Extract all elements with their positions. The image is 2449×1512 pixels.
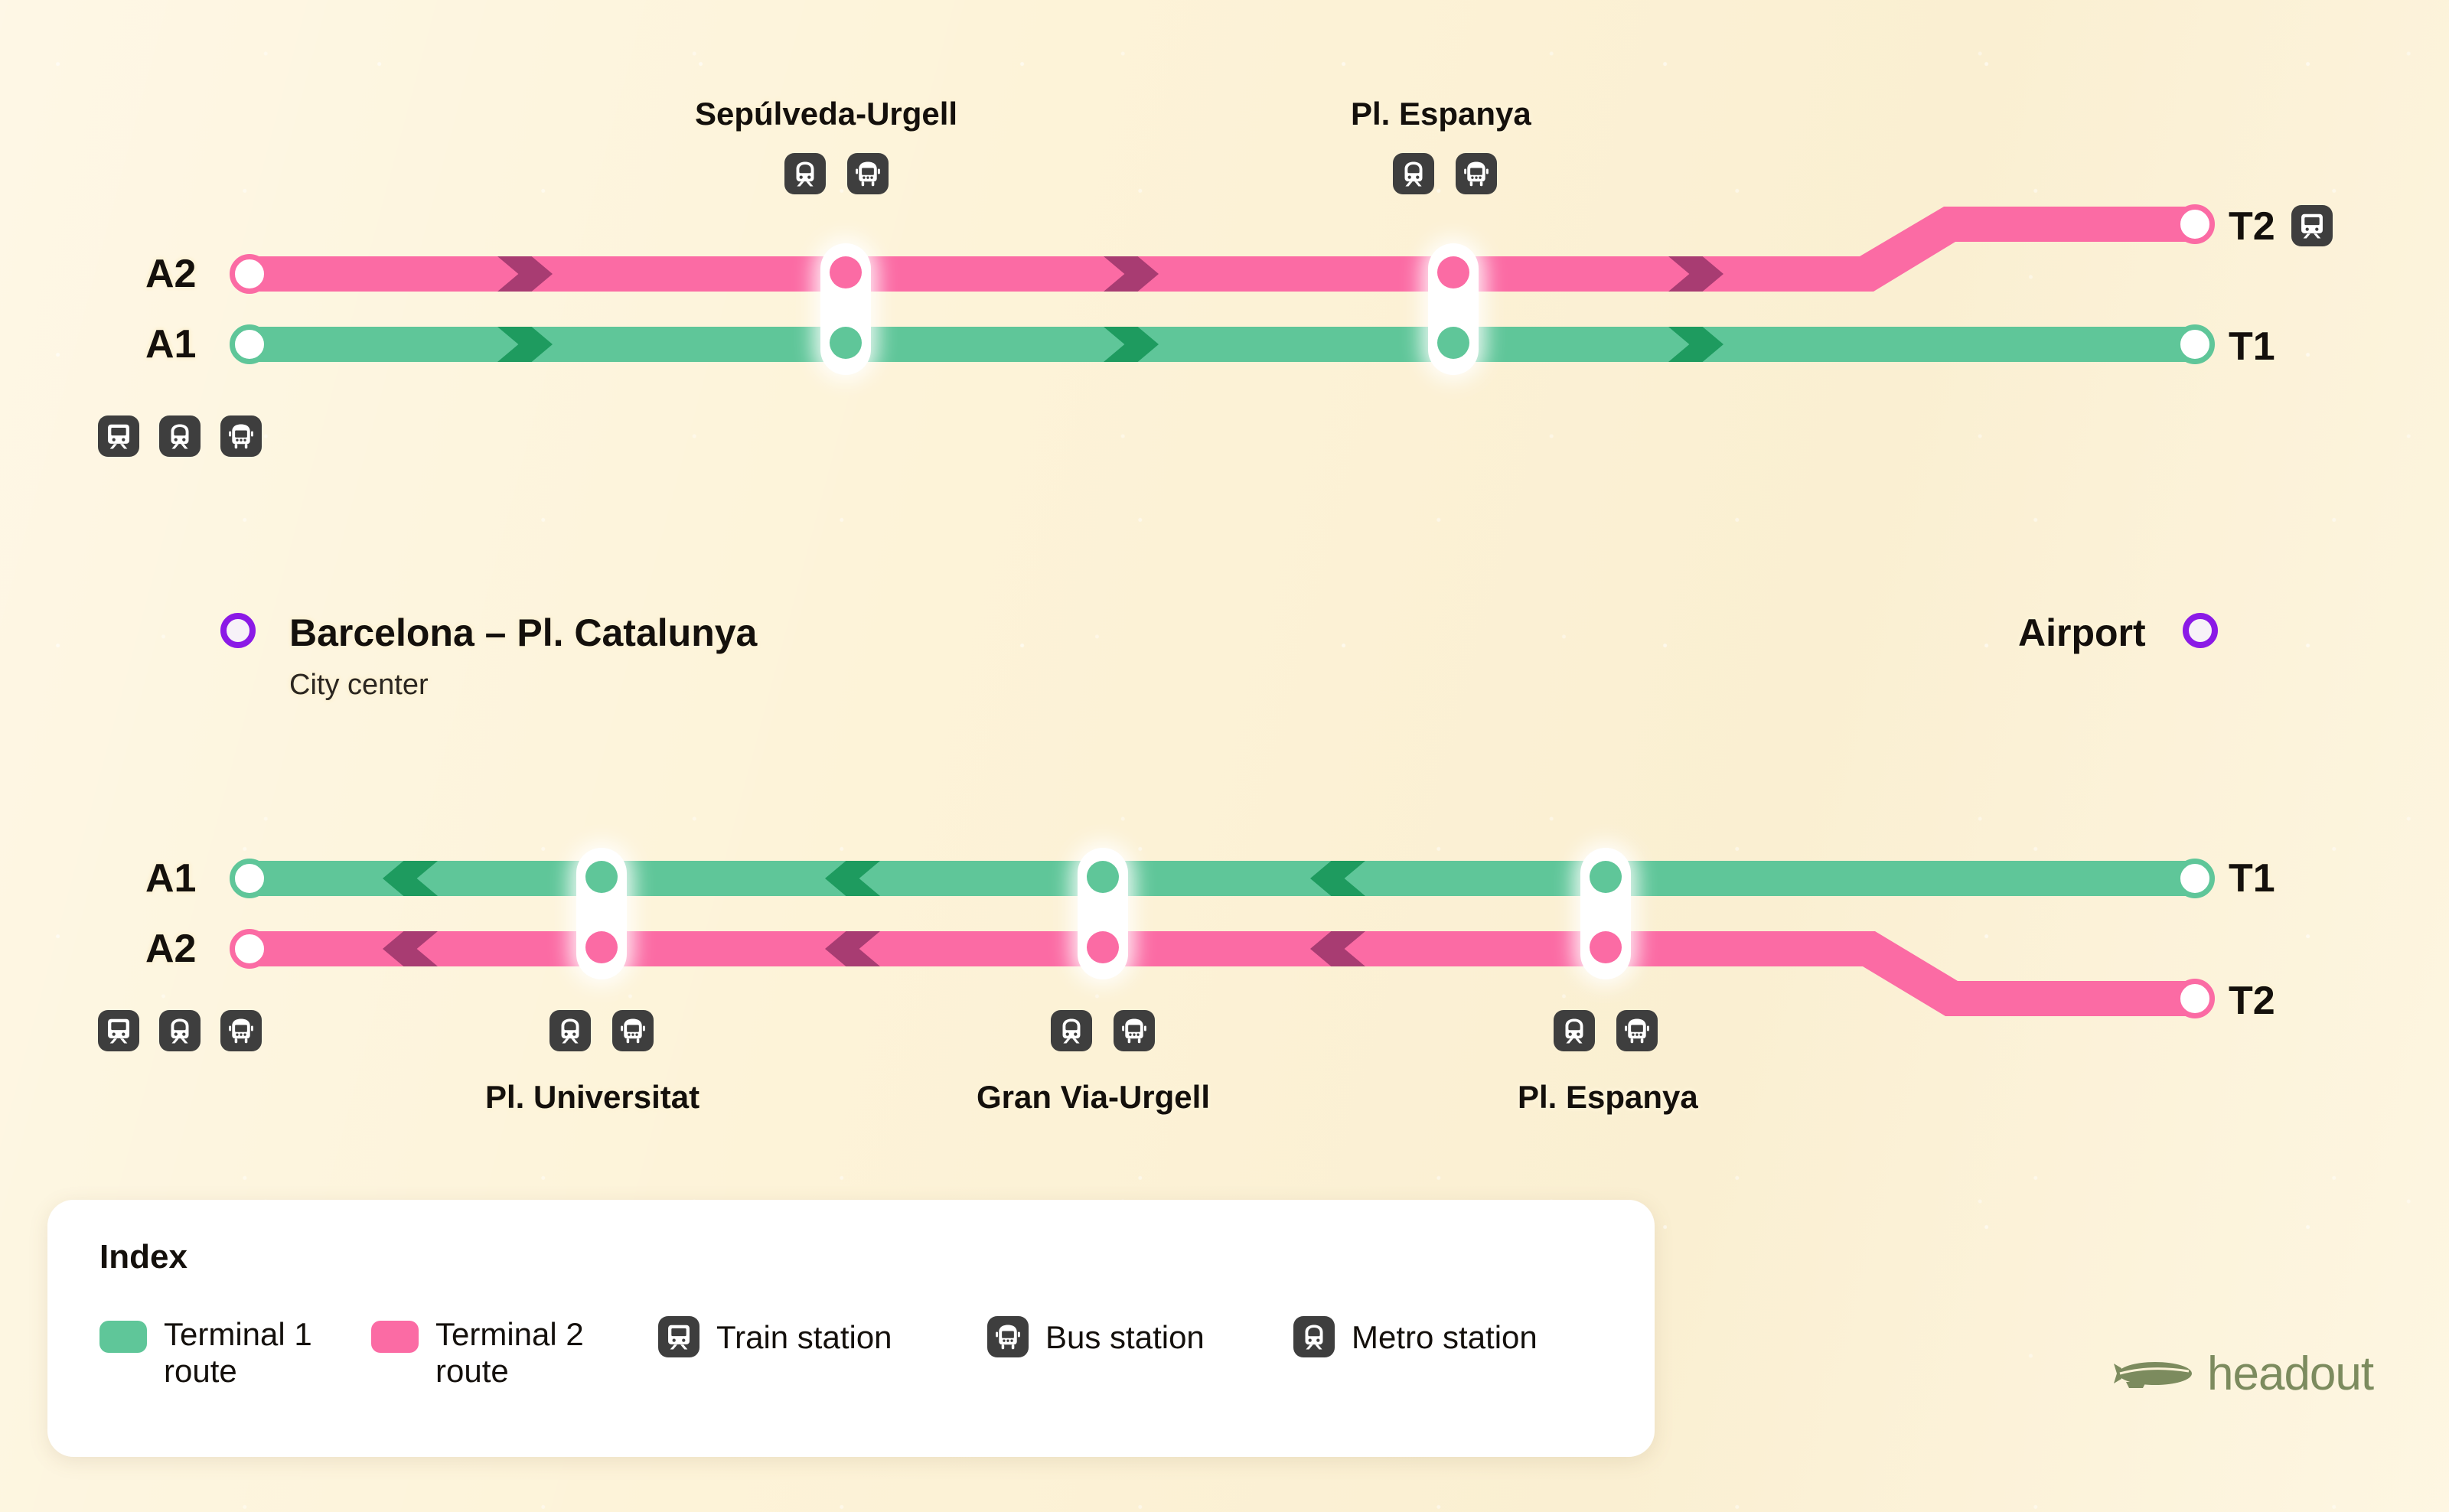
metro-station-icon <box>1554 1010 1595 1051</box>
legend-items: Terminal 1 route Terminal 2 route Train … <box>99 1316 1538 1390</box>
destination-title: Airport <box>2018 611 2146 654</box>
route-line-a2-top-tail <box>1944 207 2196 242</box>
terminal-2-color-swatch <box>371 1321 419 1353</box>
legend-title: Index <box>99 1238 188 1276</box>
terminus-stop-t2-bottom[interactable] <box>2175 979 2215 1018</box>
blimp-icon <box>2114 1361 2192 1388</box>
route-line-a2-bottom-tail <box>1952 981 2196 1016</box>
legend-item-label: Terminal 2 route <box>435 1316 584 1390</box>
interchange-stop-pl-espanya-top[interactable] <box>1428 243 1479 375</box>
route-label-a2-top: A2 <box>145 252 197 296</box>
legend-label-line1: Terminal 2 <box>435 1316 584 1352</box>
stop-dot-a1 <box>585 861 618 893</box>
terminus-stop-t2-top[interactable] <box>2175 204 2215 244</box>
origin-stop-a2-bottom[interactable] <box>230 929 269 969</box>
legend-item-terminal-2-route: Terminal 2 route <box>371 1316 658 1390</box>
purple-ring-icon <box>2183 613 2218 648</box>
legend-item-metro-station: Metro station <box>1293 1316 1538 1357</box>
station-label-sepulveda-urgell: Sepúlveda-Urgell <box>695 96 958 132</box>
route-line-a2-bottom <box>253 931 1829 966</box>
metro-station-icon <box>159 415 201 457</box>
bus-station-icon <box>1456 153 1497 194</box>
legend-item-train-station: Train station <box>658 1316 987 1357</box>
stop-dot-a2 <box>585 931 618 963</box>
terminus-stop-t1-top[interactable] <box>2175 324 2215 364</box>
stop-dot-a2 <box>1087 931 1119 963</box>
stop-dot-a1 <box>1437 327 1469 359</box>
train-station-icon <box>98 415 139 457</box>
legend-label-line2: route <box>435 1352 509 1389</box>
interchange-stop-gran-via-urgell[interactable] <box>1078 848 1128 979</box>
station-label-gran-via-urgell: Gran Via-Urgell <box>977 1079 1210 1115</box>
legend-item-label: Bus station <box>1045 1319 1205 1355</box>
stop-dot-a1 <box>1590 861 1622 893</box>
legend-label-line1: Terminal 1 <box>164 1316 312 1352</box>
bus-station-icon <box>612 1010 654 1051</box>
terminal-1-color-swatch <box>99 1321 147 1353</box>
stop-dot-a1 <box>830 327 862 359</box>
bus-station-icon <box>220 415 262 457</box>
origin-stop-a1-bottom[interactable] <box>230 859 269 898</box>
origin-title: Barcelona – Pl. Catalunya <box>289 611 758 654</box>
metro-station-icon <box>1051 1010 1092 1051</box>
origin-stop-a2-top[interactable] <box>230 254 269 294</box>
route-label-a1-top: A1 <box>145 322 197 367</box>
bus-station-icon <box>1616 1010 1658 1051</box>
route-label-a2-bottom: A2 <box>145 927 197 971</box>
metro-station-icon <box>159 1010 201 1051</box>
train-station-icon <box>2291 205 2333 246</box>
route-line-a1-bottom <box>253 861 2196 896</box>
metro-station-icon <box>784 153 826 194</box>
origin-stop-a1-top[interactable] <box>230 324 269 364</box>
purple-ring-icon <box>220 613 256 648</box>
legend-item-label: Terminal 1 route <box>164 1316 312 1390</box>
metro-station-icon <box>1393 153 1434 194</box>
station-label-pl-universitat: Pl. Universitat <box>485 1079 700 1115</box>
route-line-a2-top <box>253 256 1829 292</box>
legend-item-label: Train station <box>716 1319 892 1355</box>
terminus-stop-t1-bottom[interactable] <box>2175 859 2215 898</box>
legend-item-bus-station: Bus station <box>987 1316 1293 1357</box>
interchange-stop-pl-espanya-bottom[interactable] <box>1580 848 1631 979</box>
interchange-stop-pl-universitat[interactable] <box>576 848 627 979</box>
stop-dot-a2 <box>1590 931 1622 963</box>
interchange-stop-sepulveda-urgell[interactable] <box>820 243 871 375</box>
metro-station-icon <box>1293 1316 1335 1357</box>
station-label-pl-espanya-bottom: Pl. Espanya <box>1518 1079 1698 1115</box>
headout-logo: headout <box>2112 1347 2374 1401</box>
legend-item-label: Metro station <box>1352 1319 1538 1355</box>
stop-dot-a2 <box>830 256 862 288</box>
headout-wordmark: headout <box>2207 1347 2374 1400</box>
origin-subtitle: City center <box>289 669 429 701</box>
legend-item-terminal-1-route: Terminal 1 route <box>99 1316 371 1390</box>
bus-station-icon <box>220 1010 262 1051</box>
route-label-a1-bottom: A1 <box>145 856 197 901</box>
bus-station-icon <box>1114 1010 1155 1051</box>
terminus-label-t1-top: T1 <box>2229 324 2275 369</box>
stop-dot-a2 <box>1437 256 1469 288</box>
terminus-label-t2-bottom: T2 <box>2229 979 2275 1023</box>
route-line-a1-top <box>253 327 2196 362</box>
legend-label-line2: route <box>164 1352 237 1389</box>
bus-station-icon <box>987 1316 1029 1357</box>
metro-station-icon <box>549 1010 591 1051</box>
train-station-icon <box>658 1316 699 1357</box>
station-label-pl-espanya-top: Pl. Espanya <box>1351 96 1531 132</box>
terminus-label-t1-bottom: T1 <box>2229 856 2275 901</box>
stop-dot-a1 <box>1087 861 1119 893</box>
train-station-icon <box>98 1010 139 1051</box>
legend-panel: Index Terminal 1 route Terminal 2 route <box>47 1200 1655 1457</box>
terminus-label-t2-top: T2 <box>2229 204 2275 249</box>
bus-station-icon <box>847 153 889 194</box>
